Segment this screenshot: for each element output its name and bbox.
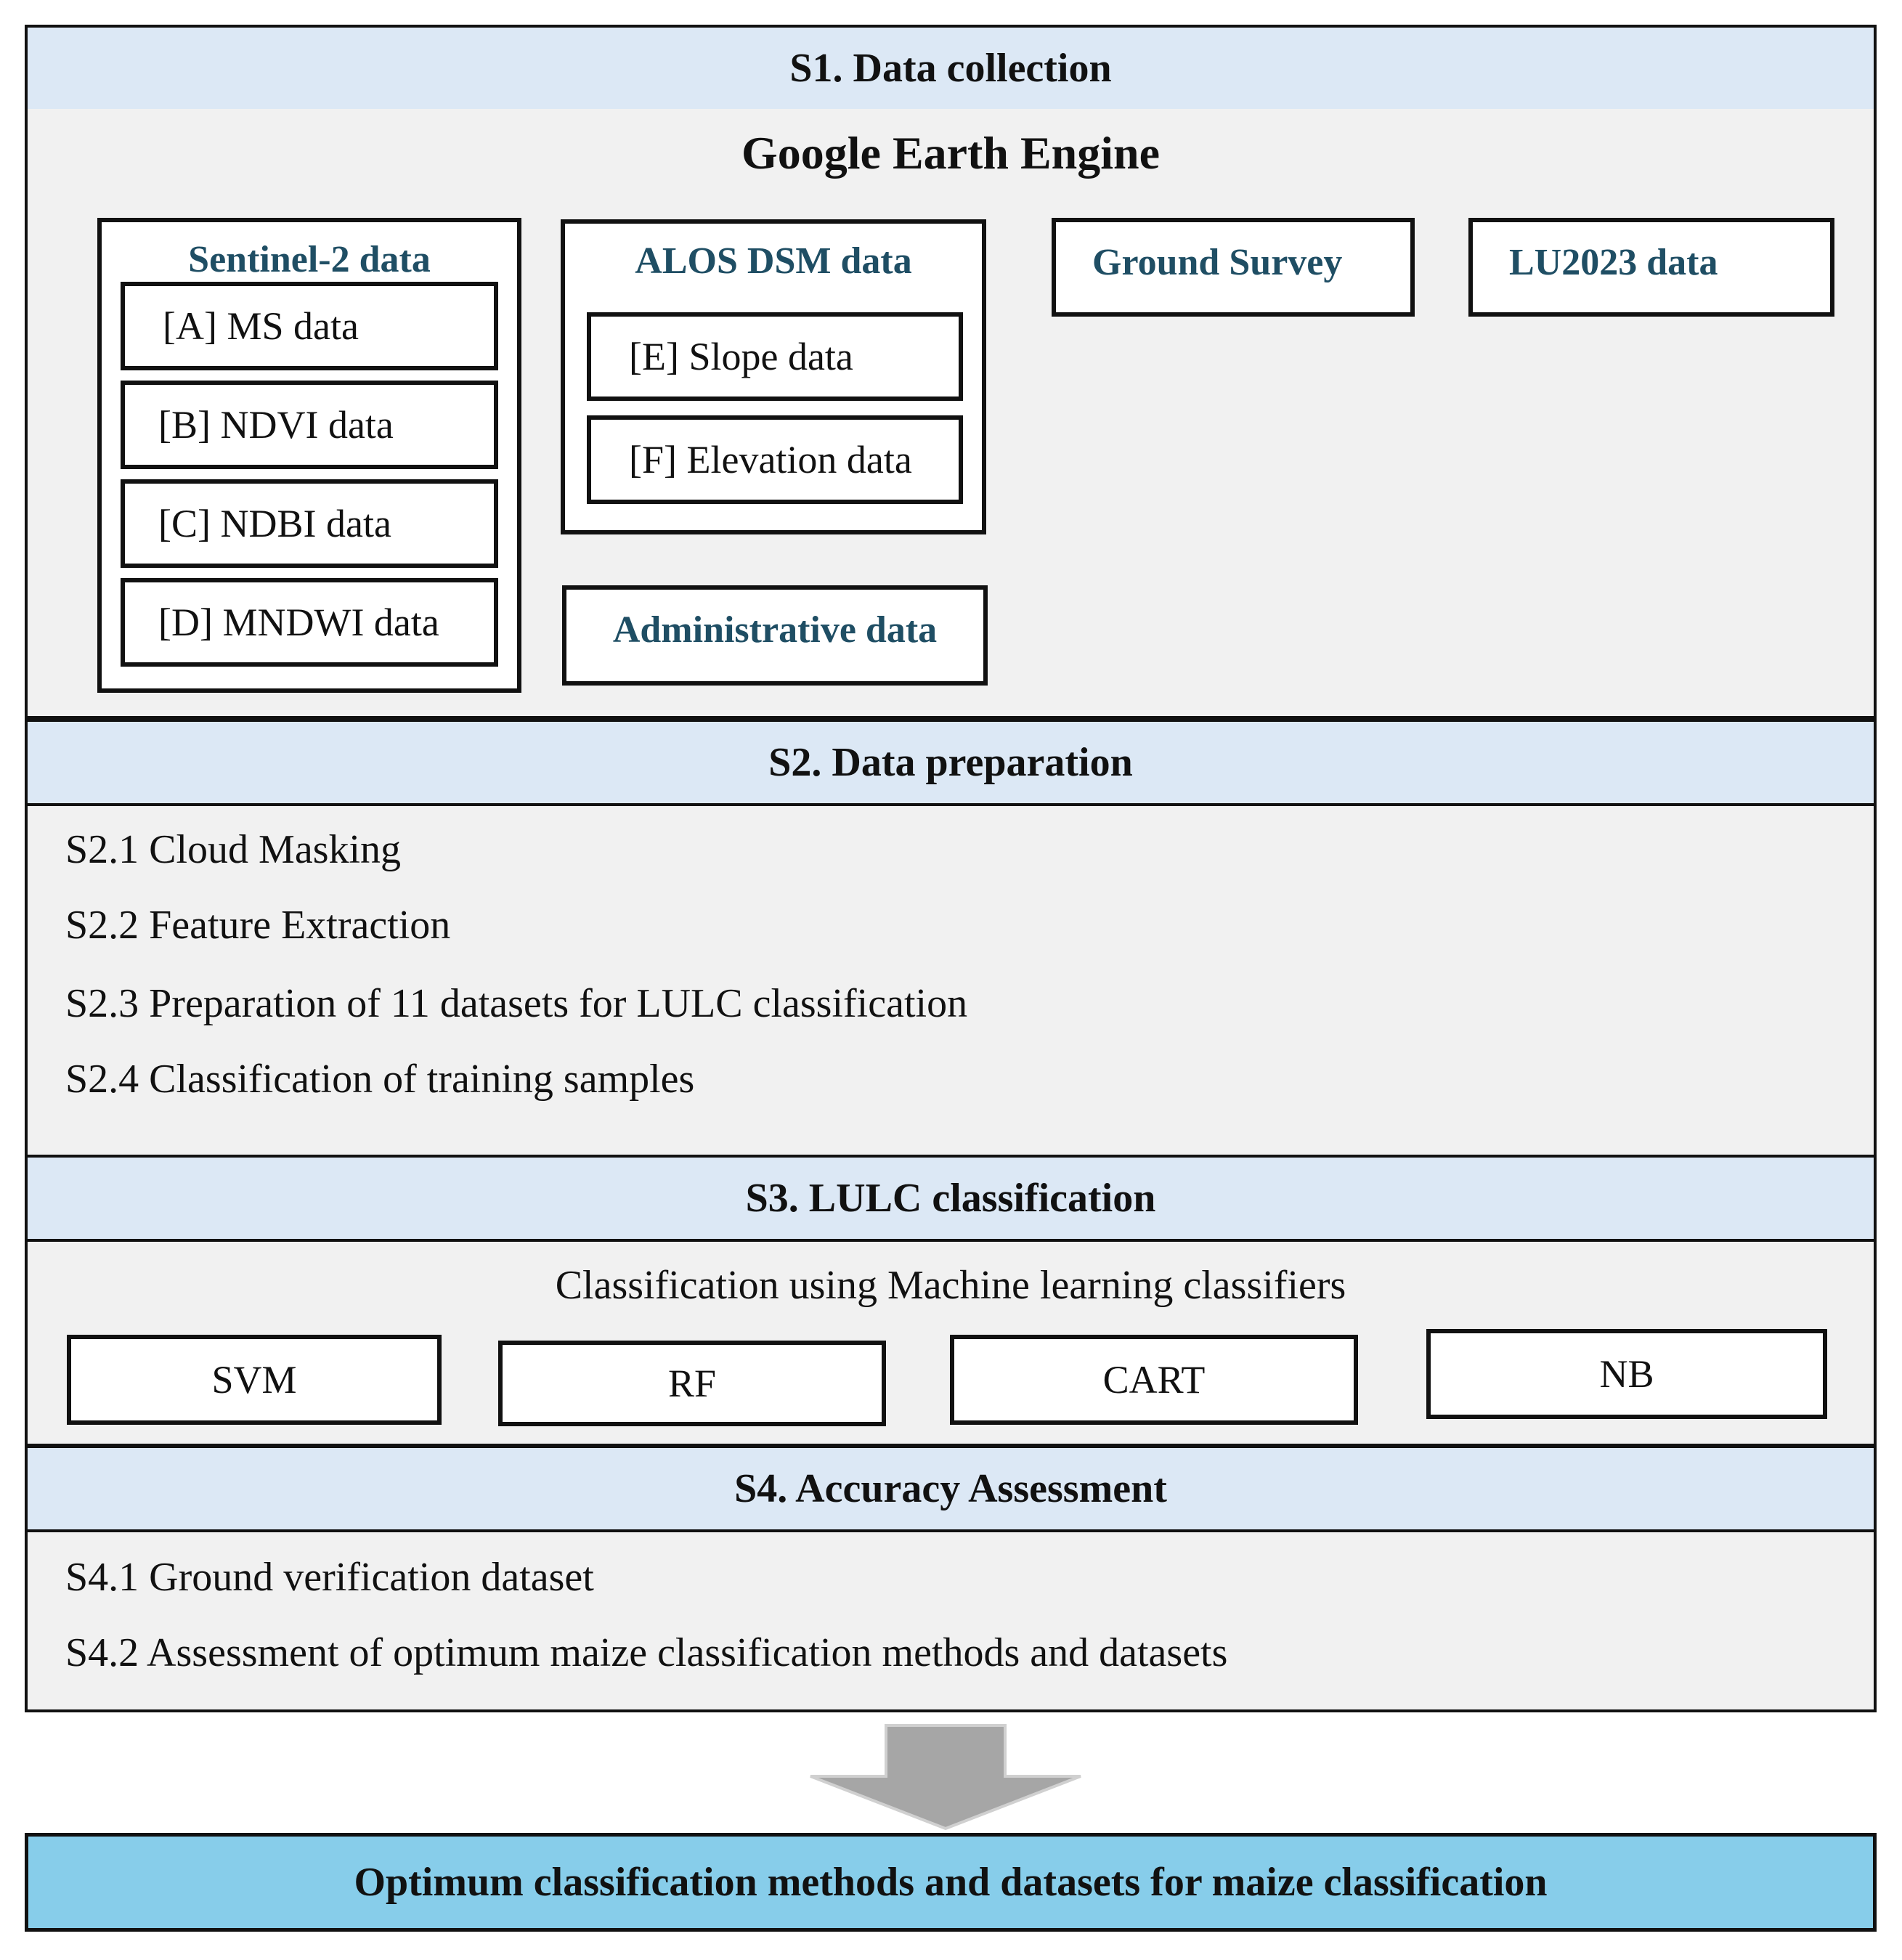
ground-survey-box: Ground Survey: [1052, 218, 1415, 317]
ground-survey-label: Ground Survey: [1092, 242, 1343, 283]
ms-data-label: [A] MS data: [163, 304, 359, 348]
rf-label: RF: [667, 1362, 717, 1405]
alos-dsm-group: ALOS DSM data [E] Slope data [F] Elevati…: [561, 219, 986, 534]
ndbi-data-label: [C] NDBI data: [158, 502, 391, 545]
elevation-data-label: [F] Elevation data: [629, 438, 912, 481]
mndwi-data-label: [D] MNDWI data: [158, 601, 439, 644]
s3-subtitle: Classification using Machine learning cl…: [555, 1263, 1346, 1308]
lu2023-label: LU2023 data: [1509, 242, 1718, 283]
ndbi-data-item: [C] NDBI data: [121, 479, 498, 568]
sentinel-2-group: Sentinel-2 data [A] MS data [B] NDVI dat…: [97, 218, 521, 693]
administrative-data-box: Administrative data: [562, 585, 988, 686]
s1-header: S1. Data collection: [25, 25, 1877, 112]
s3-body: Classification using Machine learning cl…: [25, 1242, 1877, 1447]
s2-step-1: S2.1 Cloud Masking: [65, 827, 402, 872]
slope-data-label: [E] Slope data: [629, 335, 853, 378]
cart-label: CART: [1102, 1358, 1206, 1402]
s2-step-2: S2.2 Feature Extraction: [65, 903, 451, 948]
platform-title: Google Earth Engine: [741, 127, 1161, 179]
down-arrow-icon: [810, 1724, 1081, 1831]
svm-box: SVM: [67, 1335, 442, 1425]
cart-box: CART: [950, 1335, 1358, 1425]
s3-header-label: S3. LULC classification: [745, 1176, 1156, 1221]
alos-dsm-title: ALOS DSM data: [635, 240, 912, 282]
slope-data-item: [E] Slope data: [587, 312, 963, 401]
mndwi-data-item: [D] MNDWI data: [121, 578, 498, 667]
ms-data-item: [A] MS data: [121, 282, 498, 370]
ndvi-data-item: [B] NDVI data: [121, 381, 498, 469]
s2-header: S2. Data preparation: [25, 719, 1877, 806]
s4-body: S4.1 Ground verification dataset S4.2 As…: [25, 1532, 1877, 1712]
s4-step-1: S4.1 Ground verification dataset: [65, 1555, 594, 1600]
s4-step-2: S4.2 Assessment of optimum maize classif…: [65, 1630, 1228, 1675]
s4-header-label: S4. Accuracy Assessment: [734, 1466, 1167, 1511]
outcome-box: Optimum classification methods and datas…: [25, 1833, 1877, 1932]
s2-step-3: S2.3 Preparation of 11 datasets for LULC…: [65, 981, 968, 1026]
administrative-data-label: Administrative data: [612, 609, 938, 651]
ndvi-data-label: [B] NDVI data: [158, 403, 394, 447]
s2-header-label: S2. Data preparation: [768, 740, 1133, 785]
s1-body: Google Earth Engine Sentinel-2 data [A] …: [25, 109, 1877, 719]
svm-label: SVM: [211, 1358, 297, 1402]
s2-body: S2.1 Cloud Masking S2.2 Feature Extracti…: [25, 806, 1877, 1158]
sentinel-2-title: Sentinel-2 data: [188, 239, 431, 280]
s1-header-label: S1. Data collection: [789, 46, 1112, 91]
elevation-data-item: [F] Elevation data: [587, 415, 963, 504]
nb-label: NB: [1599, 1352, 1654, 1396]
outcome-label: Optimum classification methods and datas…: [354, 1860, 1548, 1905]
nb-box: NB: [1426, 1329, 1827, 1419]
lu2023-box: LU2023 data: [1468, 218, 1834, 317]
rf-box: RF: [498, 1341, 886, 1426]
s3-header: S3. LULC classification: [25, 1155, 1877, 1242]
s4-header: S4. Accuracy Assessment: [25, 1445, 1877, 1532]
s2-step-4: S2.4 Classification of training samples: [65, 1057, 695, 1102]
